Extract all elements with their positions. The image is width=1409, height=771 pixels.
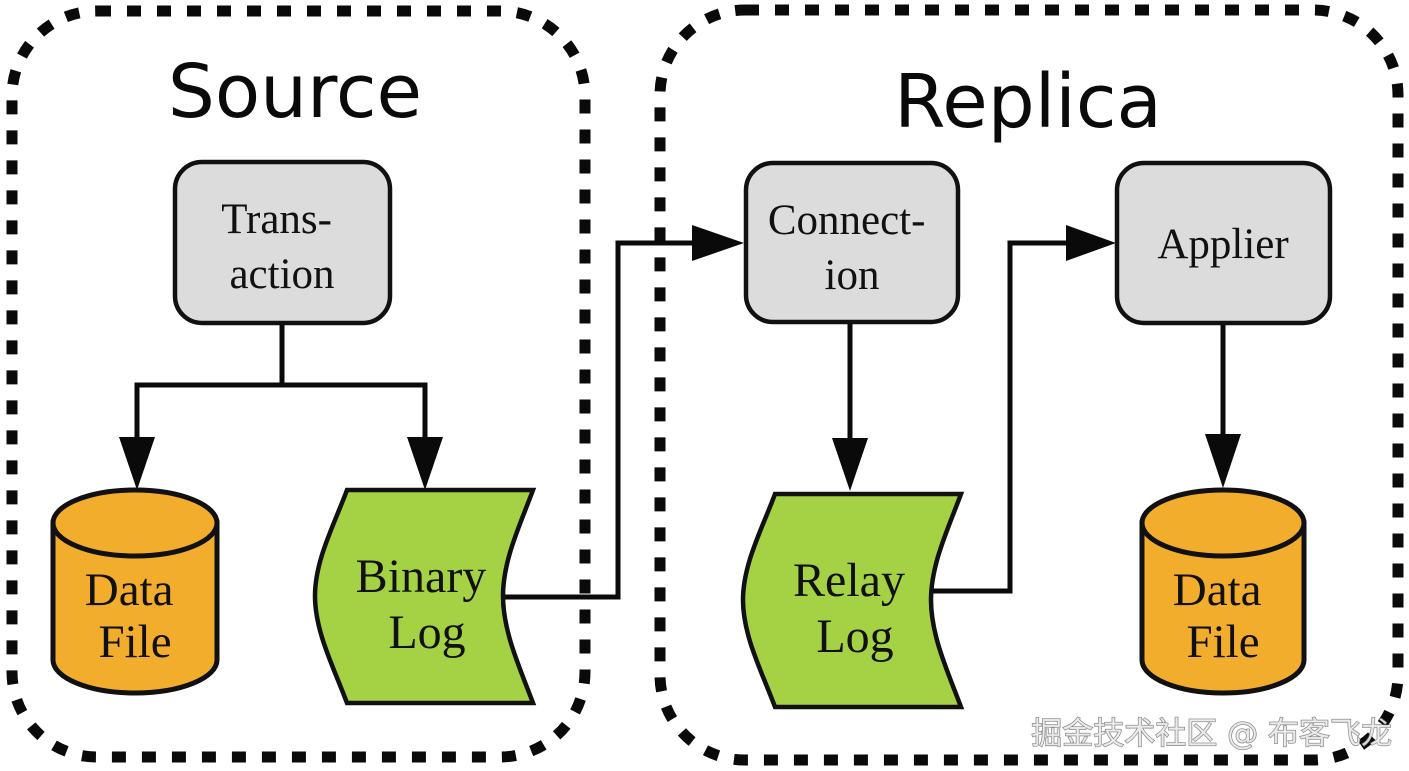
edge-binarylog-to-connection [502,240,694,600]
arrowhead-to-source-data-file [119,437,155,490]
arrowhead-to-replica-data-file [1205,434,1241,488]
source-data-file-node: Data File [50,487,220,696]
binary-log-label-line2: Log [388,606,465,659]
relay-log-label-line1: Relay [793,554,905,607]
connection-label-line2: ion [825,252,880,299]
binary-log-label-line1: Binary [356,550,487,603]
edge-transaction-branch [134,382,428,439]
relay-log-label-line2: Log [816,610,893,663]
applier-label-line1: Applier [1157,221,1288,268]
arrowhead-to-relay-log [832,438,868,491]
replica-group-border [654,4,1404,766]
replica-data-file-label-line2: File [1186,616,1259,668]
source-group-title: Source [168,49,422,135]
binary-log-label: Binary Log [356,550,499,659]
source-group-border [6,5,591,763]
relay-log-label: Relay Log [793,554,917,663]
connection-node [743,160,961,325]
transaction-label: Trans- action [221,196,342,298]
connection-label-line1: Connect- [768,197,926,244]
source-data-file-body [50,520,220,696]
replica-data-file-label-line1: Data [1173,564,1262,616]
arrowhead-to-binary-log [407,437,443,490]
transaction-node [172,159,393,326]
source-data-file-label-line2: File [98,616,171,668]
flow-lines [134,240,1226,600]
source-data-file-label-line1: Data [85,564,174,616]
replica-data-file-top [1139,487,1307,559]
replica-data-file-label: Data File [1173,564,1273,668]
replica-data-file-body [1139,520,1307,696]
connection-label: Connect- ion [768,197,936,299]
transaction-label-line2: action [229,251,334,298]
transaction-label-line1: Trans- [221,196,332,243]
replica-group-title: Replica [894,59,1162,145]
arrowhead-to-connection [692,225,744,261]
edge-relaylog-to-applier [926,240,1068,594]
arrowhead-to-applier [1066,225,1116,261]
replica-data-file-node: Data File [1139,487,1307,696]
source-data-file-label: Data File [85,564,185,668]
watermark: 掘金技术社区 @ 布客飞龙 [1031,716,1392,752]
arrowheads [119,225,1241,491]
applier-node [1114,160,1333,326]
applier-label: Applier [1157,221,1288,268]
source-data-file-top [50,487,220,559]
